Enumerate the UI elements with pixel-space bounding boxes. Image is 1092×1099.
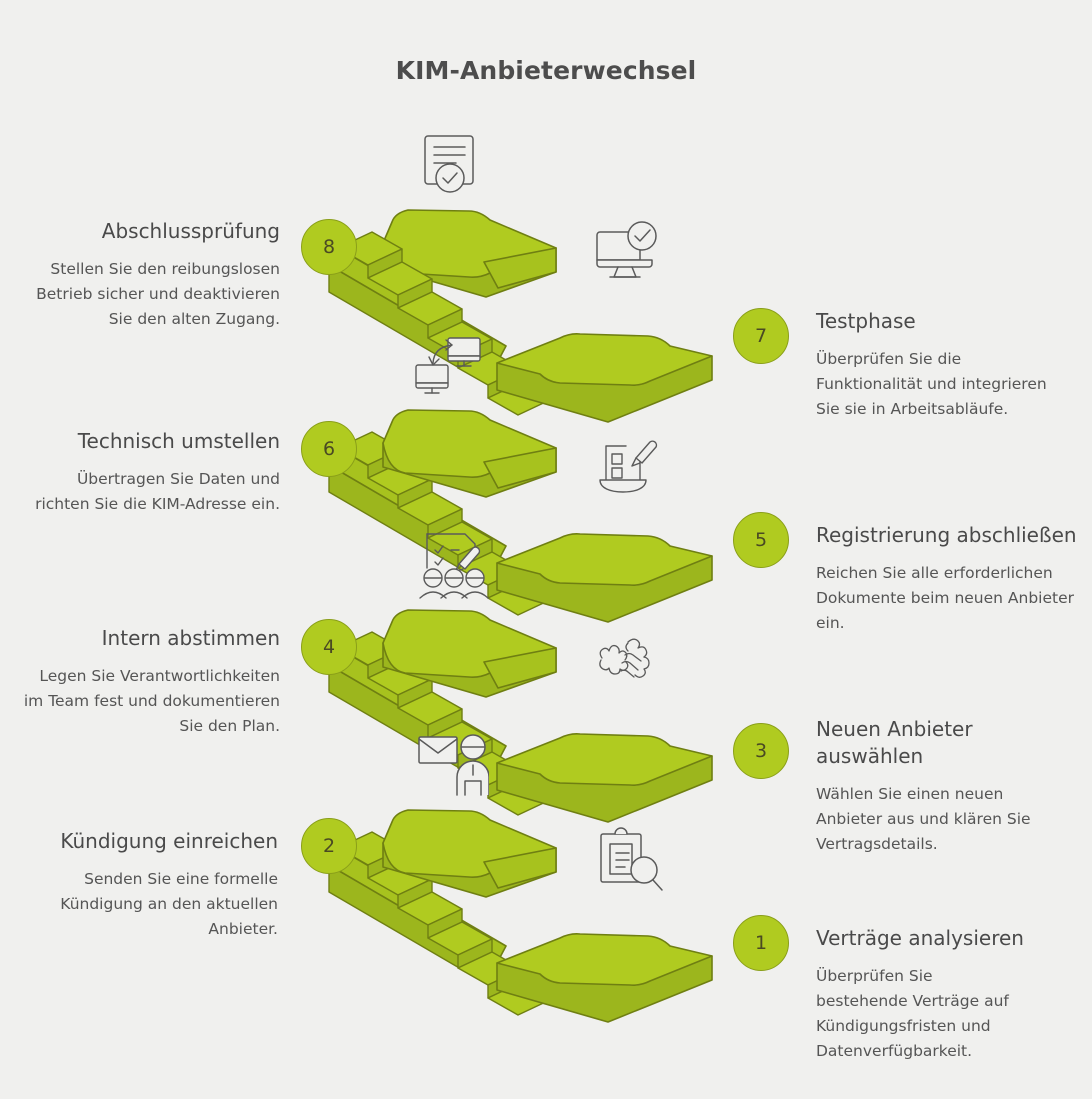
page-title: KIM-Anbieterwechsel <box>395 56 697 85</box>
step-7: Testphase Überprüfen Sie die Funktionali… <box>816 308 1071 422</box>
clipboard-search-icon <box>594 824 666 894</box>
step-7-number: 7 <box>754 325 768 347</box>
step-4: Intern abstimmen Legen Sie Verantwortlic… <box>20 625 280 739</box>
step-5: Registrierung abschließen Reichen Sie al… <box>816 522 1078 636</box>
step-1-number: 1 <box>754 932 768 954</box>
step-6-number: 6 <box>322 438 336 460</box>
platform-5 <box>496 533 713 623</box>
platform-7 <box>496 333 713 423</box>
step-4-title: Intern abstimmen <box>101 626 280 650</box>
step-1-title: Verträge analysieren <box>816 926 1024 950</box>
step-3-number: 3 <box>754 740 768 762</box>
step-8-badge[interactable]: 8 <box>301 219 357 275</box>
step-1: Verträge analysieren Überprüfen Sie best… <box>816 925 1026 1064</box>
step-3-desc: Wählen Sie einen neuen Anbieter aus und … <box>816 785 1031 854</box>
monitor-check-icon <box>590 219 662 287</box>
step-4-desc: Legen Sie Verantwortlichkeiten im Team f… <box>23 667 280 736</box>
ramp-2 <box>483 847 557 889</box>
envelope-person-icon <box>413 727 489 799</box>
checklist-team-icon <box>415 528 493 600</box>
step-6-title: Technisch umstellen <box>77 429 280 453</box>
ramp-4 <box>483 647 557 689</box>
step-3-title: Neuen Anbieter auswählen <box>816 717 973 768</box>
step-8-number: 8 <box>322 236 336 258</box>
step-5-title: Registrierung abschließen <box>816 523 1077 547</box>
step-7-badge[interactable]: 7 <box>733 308 789 364</box>
step-5-number: 5 <box>754 529 768 551</box>
step-5-badge[interactable]: 5 <box>733 512 789 568</box>
document-check-icon <box>418 128 484 196</box>
step-7-desc: Überprüfen Sie die Funktionalität und in… <box>816 350 1047 419</box>
step-3: Neuen Anbieter auswählen Wählen Sie eine… <box>816 716 1041 857</box>
platform-3 <box>496 733 713 823</box>
handshake-icon <box>592 628 666 692</box>
step-4-badge[interactable]: 4 <box>301 619 357 675</box>
ramp-8 <box>483 247 557 289</box>
step-8-title: Abschlussprüfung <box>101 219 280 243</box>
step-2-title: Kündigung einreichen <box>60 829 278 853</box>
step-5-desc: Reichen Sie alle erforderlichen Dokument… <box>816 564 1075 633</box>
step-4-number: 4 <box>322 636 336 658</box>
ramp-6 <box>483 447 557 489</box>
step-8: Abschlussprüfung Stellen Sie den reibung… <box>20 218 280 332</box>
step-6: Technisch umstellen Übertragen Sie Daten… <box>20 428 280 517</box>
step-2-badge[interactable]: 2 <box>301 818 357 874</box>
step-6-desc: Übertragen Sie Daten und richten Sie die… <box>35 470 280 514</box>
step-2: Kündigung einreichen Senden Sie eine for… <box>20 828 278 942</box>
step-8-desc: Stellen Sie den reibungslosen Betrieb si… <box>36 260 280 329</box>
form-pencil-icon <box>596 434 666 496</box>
step-2-desc: Senden Sie eine formelle Kündigung an de… <box>60 870 278 939</box>
step-6-badge[interactable]: 6 <box>301 421 357 477</box>
step-3-badge[interactable]: 3 <box>733 723 789 779</box>
monitor-transfer-icon <box>410 333 486 399</box>
platform-1 <box>496 933 713 1023</box>
step-1-desc: Überprüfen Sie bestehende Verträge auf K… <box>816 967 1009 1061</box>
step-1-badge[interactable]: 1 <box>733 915 789 971</box>
step-2-number: 2 <box>322 835 336 857</box>
step-7-title: Testphase <box>816 309 916 333</box>
